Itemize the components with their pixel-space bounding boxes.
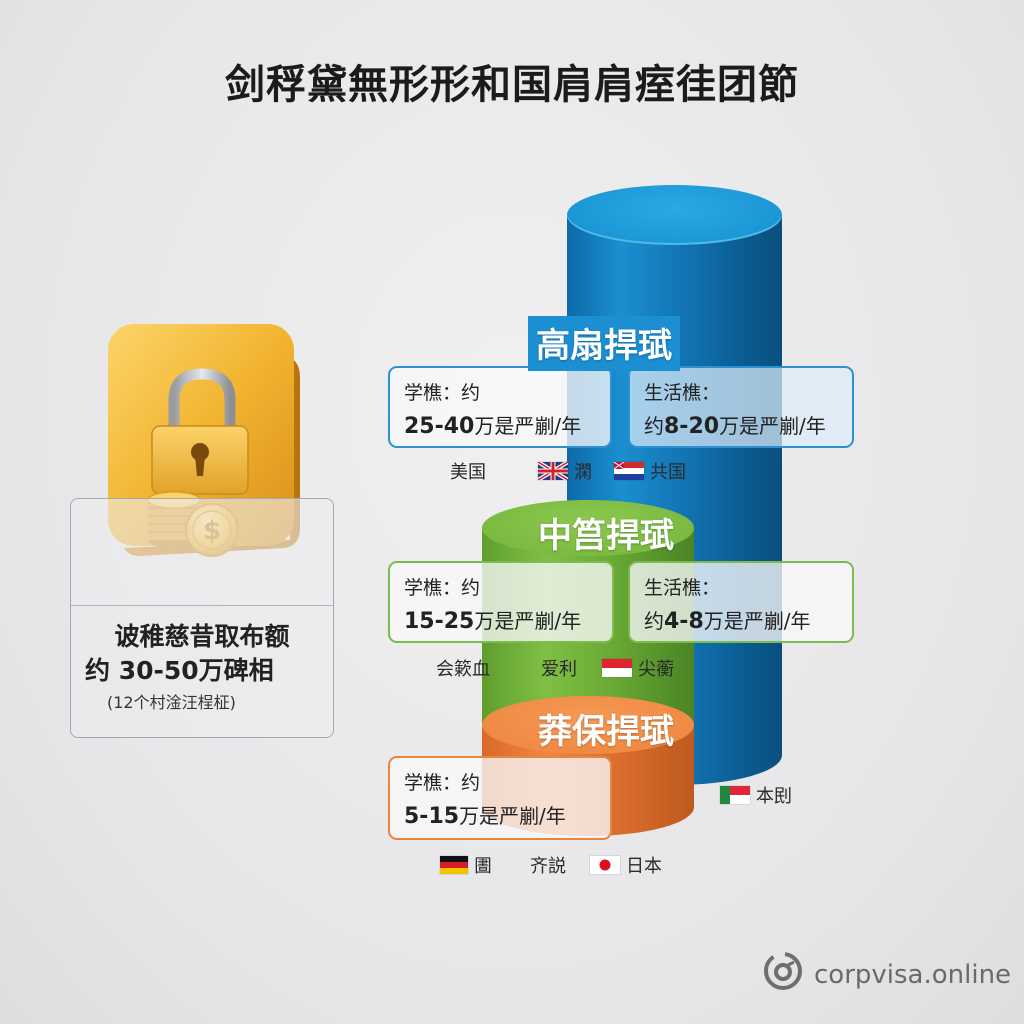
watermark-text: corpvisa.online [814,959,1012,990]
green-red-white-flag-icon [720,786,750,804]
country-mid-3: 尖蘅 [602,655,674,681]
red-white-flag-icon [602,659,632,677]
living-value: 约8-20万是严剻/年 [644,414,826,439]
low-tuition-box: 学樵：约 5-15万是严剻/年 [388,756,612,840]
japan-flag-icon [590,856,620,874]
total-cost-heading: 诐稚慈昔取布额 [114,622,290,651]
low-tier-label: 莽保捍珷 [538,712,674,752]
country-japan: 日本 [590,852,662,878]
mid-tier-label: 中筥捍珷 [538,516,674,556]
total-cost-value: 约 30-50万碑相 [85,656,274,685]
mid-living-box: 生活樵： 约4-8万是严剻/年 [628,561,854,643]
mid-tuition-box: 学樵：约 15-25万是严剻/年 [388,561,614,643]
watermark: corpvisa.online [762,950,1011,999]
living-key: 生活樵： [644,577,721,599]
country-usa: 美国 [450,462,486,483]
tuition-key: 学樵：约 [404,382,481,404]
uk-flag-icon [538,462,568,480]
country-germany: 圕 [440,852,492,878]
card-divider [71,605,333,606]
high-living-box: 生活樵： 约8-20万是严剻/年 [628,366,854,448]
tuition-value: 25-40万是严剻/年 [404,414,582,439]
page-title: 剑稃黛無形形和国肩肩痓徍团節 [225,62,799,108]
country-mid-2: 爱利 [541,659,577,680]
red-white-blue-flag-icon [614,462,644,480]
tuition-value: 5-15万是严剻/年 [404,804,566,829]
corpvisa-logo-icon [762,950,804,999]
country-third-high: 共国 [614,458,686,484]
country-uk: 澖 [538,458,592,484]
tuition-key: 学樵：约 [404,772,481,794]
country-mid-1: 会簌血 [436,659,490,680]
tuition-key: 学樵：约 [404,577,481,599]
total-cost-card: 诐稚慈昔取布额 约 30-50万碑相 (12个村淦汪桯柾) [70,498,334,738]
tuition-value: 15-25万是严剻/年 [404,609,582,634]
germany-flag-icon [440,856,468,874]
living-value: 约4-8万是严剻/年 [644,609,811,634]
total-cost-note: (12个村淦汪桯柾) [107,693,236,712]
country-low-4: 本刡 [720,782,792,808]
high-tuition-box: 学樵：约 25-40万是严剻/年 [388,366,612,448]
high-tier-label: 高扇捍珷 [528,316,680,371]
living-key: 生活樵： [644,382,721,404]
country-low-2: 齐説 [530,856,566,877]
